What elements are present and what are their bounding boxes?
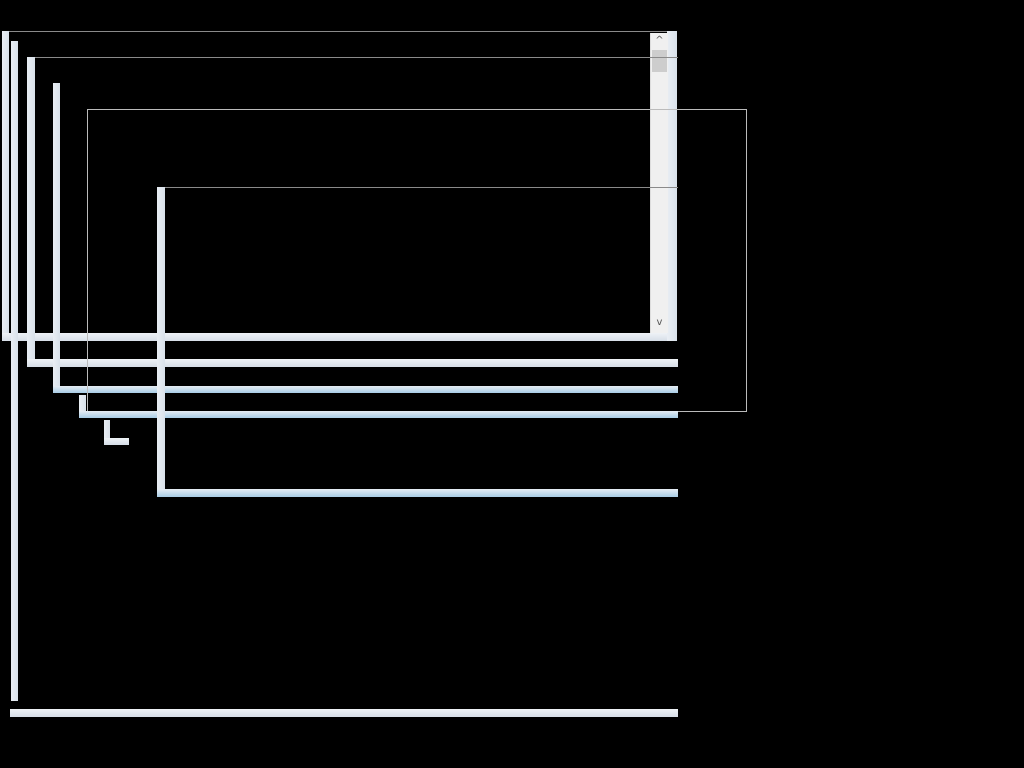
window-e-bottom-border: [79, 411, 678, 418]
resize-corner-horizontal: [104, 438, 129, 445]
chevron-up-icon[interactable]: ^: [655, 35, 664, 46]
window-c-bottom-border: [27, 359, 678, 367]
window-a-bottom-border: [2, 333, 677, 341]
chevron-down-icon[interactable]: v: [656, 317, 663, 328]
window-f-left-border: [157, 187, 165, 497]
resize-corner-vertical: [104, 420, 110, 445]
window-c-top-border: [35, 57, 678, 58]
window-a-top-border: [8, 31, 676, 32]
window-f-top-border: [165, 187, 678, 188]
scrollbar-thumb[interactable]: [652, 50, 667, 72]
window-a-right-border: [667, 31, 677, 341]
window-d-bottom-border: [53, 386, 678, 393]
window-b-bottom-border: [10, 709, 678, 717]
window-c-left-border: [27, 57, 35, 367]
window-e-outline: [87, 109, 747, 412]
window-f-bottom-border: [157, 489, 678, 497]
window-a-left-border: [2, 31, 9, 341]
window-b-left-border: [11, 41, 18, 701]
window-d-left-border: [53, 83, 60, 393]
vertical-scrollbar[interactable]: ^ v: [650, 33, 668, 333]
window-e-left-border: [79, 395, 86, 418]
